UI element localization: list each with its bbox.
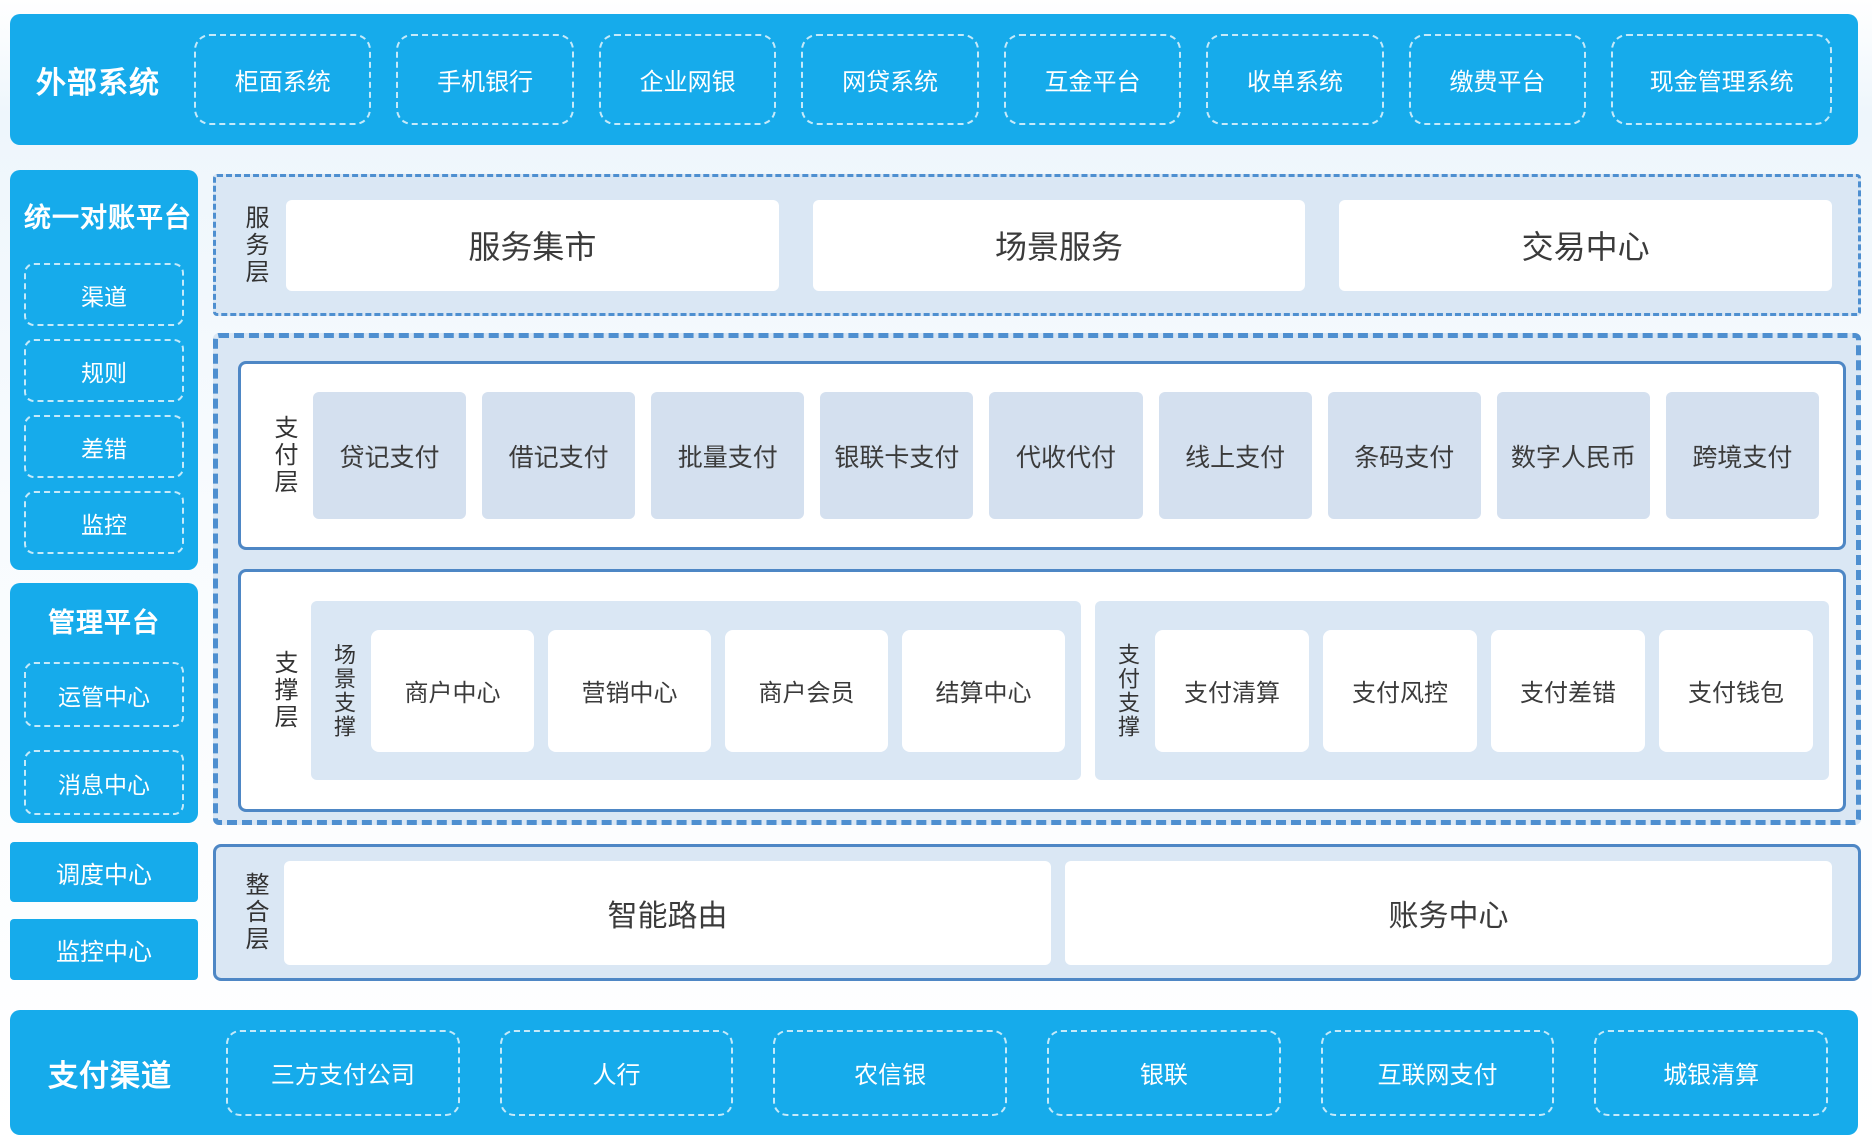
payment-item: 银联卡支付 [820,392,973,519]
scene-support-items: 商户中心营销中心商户会员结算中心 [371,630,1065,752]
payment-support-item: 支付钱包 [1659,630,1813,752]
payment-channel-item: 城银清算 [1594,1030,1828,1116]
scene-support-group: 场景支撑 商户中心营销中心商户会员结算中心 [311,601,1081,780]
payment-item: 批量支付 [651,392,804,519]
service-item: 场景服务 [813,200,1306,291]
reconciliation-item: 规则 [24,339,184,402]
service-layer: 服务层 服务集市场景服务交易中心 [213,174,1861,316]
payment-support-item: 支付差错 [1491,630,1645,752]
payment-support-wrapper: 支付层 贷记支付借记支付批量支付银联卡支付代收代付线上支付条码支付数字人民币跨境… [213,333,1861,825]
external-systems-bar: 外部系统 柜面系统手机银行企业网银网贷系统互金平台收单系统缴费平台现金管理系统 [10,14,1858,145]
payment-item: 条码支付 [1328,392,1481,519]
payment-channels-title: 支付渠道 [10,1051,212,1095]
external-system-item: 缴费平台 [1409,34,1586,125]
payment-layer-items: 贷记支付借记支付批量支付银联卡支付代收代付线上支付条码支付数字人民币跨境支付 [313,392,1819,519]
payment-item: 跨境支付 [1666,392,1819,519]
management-item: 运管中心 [24,662,184,727]
support-groups: 场景支撑 商户中心营销中心商户会员结算中心 支付支撑 支付清算支付风控支付差错支… [311,601,1829,780]
payment-item: 数字人民币 [1497,392,1650,519]
payment-item: 代收代付 [989,392,1142,519]
scene-support-item: 结算中心 [902,630,1065,752]
external-systems-title: 外部系统 [10,58,188,102]
external-systems-items: 柜面系统手机银行企业网银网贷系统互金平台收单系统缴费平台现金管理系统 [194,34,1832,125]
external-system-item: 互金平台 [1004,34,1181,125]
payment-support-item: 支付风控 [1323,630,1477,752]
external-system-item: 企业网银 [599,34,776,125]
payment-channel-item: 银联 [1047,1030,1281,1116]
reconciliation-platform-title: 统一对账平台 [24,196,184,235]
payment-item: 线上支付 [1159,392,1312,519]
external-system-item: 手机银行 [396,34,573,125]
support-layer-label: 支撑层 [261,650,305,731]
service-item: 服务集市 [286,200,779,291]
service-layer-items: 服务集市场景服务交易中心 [286,200,1832,291]
reconciliation-item: 渠道 [24,263,184,326]
payment-support-items: 支付清算支付风控支付差错支付钱包 [1155,630,1813,752]
payment-support-item: 支付清算 [1155,630,1309,752]
integration-item: 账务中心 [1065,861,1832,965]
reconciliation-item: 监控 [24,491,184,554]
management-items: 运管中心消息中心 [24,662,184,815]
service-item: 交易中心 [1339,200,1832,291]
reconciliation-item: 差错 [24,415,184,478]
support-layer: 支撑层 场景支撑 商户中心营销中心商户会员结算中心 支付支撑 支付清算支付风控支… [238,569,1846,812]
integration-layer-label: 整合层 [232,872,276,953]
scene-support-item: 商户中心 [371,630,534,752]
scene-support-item: 营销中心 [548,630,711,752]
payment-item: 贷记支付 [313,392,466,519]
reconciliation-items: 渠道规则差错监控 [24,263,184,554]
reconciliation-platform-block: 统一对账平台 渠道规则差错监控 [10,170,198,570]
payment-support-group: 支付支撑 支付清算支付风控支付差错支付钱包 [1095,601,1829,780]
payment-channels-items: 三方支付公司人行农信银银联互联网支付城银清算 [226,1030,1828,1116]
monitor-center-box: 监控中心 [10,919,198,980]
payment-channel-item: 互联网支付 [1321,1030,1555,1116]
management-platform-block: 管理平台 运管中心消息中心 [10,583,198,823]
payment-channel-item: 农信银 [773,1030,1007,1116]
integration-layer: 整合层 智能路由账务中心 [213,844,1861,981]
payment-layer: 支付层 贷记支付借记支付批量支付银联卡支付代收代付线上支付条码支付数字人民币跨境… [238,361,1846,550]
management-item: 消息中心 [24,750,184,815]
service-layer-label: 服务层 [232,205,276,286]
scene-support-item: 商户会员 [725,630,888,752]
payment-channels-bar: 支付渠道 三方支付公司人行农信银银联互联网支付城银清算 [10,1010,1858,1135]
payment-item: 借记支付 [482,392,635,519]
scene-support-label: 场景支撑 [323,643,363,739]
dispatch-center-box: 调度中心 [10,842,198,902]
external-system-item: 现金管理系统 [1611,34,1832,125]
management-platform-title: 管理平台 [24,601,184,640]
payment-channel-item: 三方支付公司 [226,1030,460,1116]
external-system-item: 柜面系统 [194,34,371,125]
integration-items: 智能路由账务中心 [284,861,1832,965]
integration-item: 智能路由 [284,861,1051,965]
payment-channel-item: 人行 [500,1030,734,1116]
external-system-item: 收单系统 [1206,34,1383,125]
payment-support-label: 支付支撑 [1107,643,1147,739]
payment-layer-label: 支付层 [261,415,305,496]
external-system-item: 网贷系统 [801,34,978,125]
